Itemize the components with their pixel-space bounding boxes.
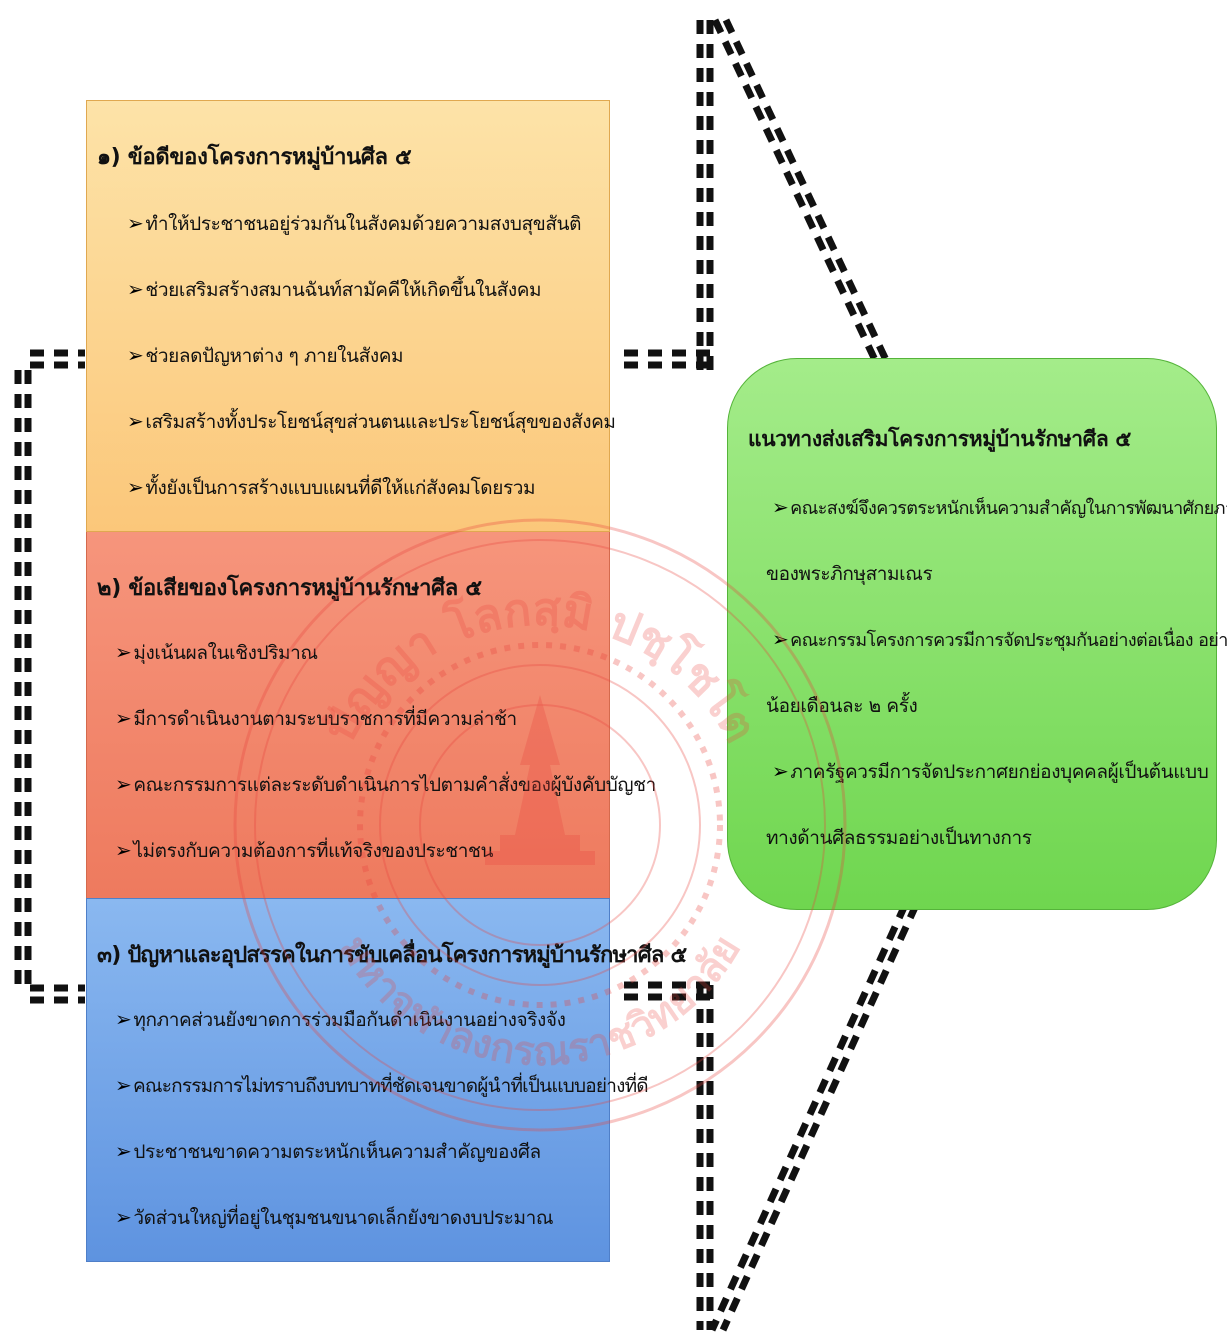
advantages-box: ๑) ข้อดีของโครงการหมู่บ้านศีล ๕ ➢ทำให้ปร… [86,100,616,532]
disadvantages-item-text: คณะกรรมการแต่ละระดับดำเนินการไปตามคำสั่ง… [133,774,656,796]
arrow-bullet-icon: ➢ [127,409,144,433]
arrow-bullet-icon: ➢ [127,211,144,235]
disadvantages-item-text: มุ่งเน้นผลในเชิงปริมาณ [133,642,318,664]
arrow-bullet-icon: ➢ [115,706,132,730]
arrow-bullet-icon: ➢ [115,640,132,664]
problems-item: ➢ประชาชนขาดความตระหนักเห็นความสำคัญของศี… [115,1137,541,1167]
disadvantages-item-text: ไม่ตรงกับความต้องการที่แท้จริงของประชาชน [133,840,494,862]
disadvantages-item: ➢ไม่ตรงกับความต้องการที่แท้จริงของประชาช… [115,836,494,866]
guidelines-line-text: ภาครัฐควรมีการจัดประกาศยกย่องบุคคลผู้เป็… [790,761,1209,783]
arrow-bullet-icon: ➢ [115,1205,132,1229]
guidelines-line: ➢คณะกรรมโครงการควรมีการจัดประชุมกันอย่าง… [772,625,1227,654]
guidelines-box: แนวทางส่งเสริมโครงการหมู่บ้านรักษาศีล ๕ … [727,358,1227,910]
disadvantages-title: ๒) ข้อเสียของโครงการหมู่บ้านรักษาศีล ๕ [97,576,482,601]
problems-item: ➢วัดส่วนใหญ่ที่อยู่ในชุมชนขนาดเล็กยังขาด… [115,1203,554,1233]
arrow-bullet-icon: ➢ [115,1007,132,1031]
arrow-bullet-icon: ➢ [115,838,132,862]
problems-item-text: ประชาชนขาดความตระหนักเห็นความสำคัญของศีล [133,1141,541,1163]
guidelines-line-text: คณะกรรมโครงการควรมีการจัดประชุมกันอย่างต… [790,630,1227,651]
problems-box: ๓) ปัญหาและอุปสรรคในการขับเคลื่อนโครงการ… [86,898,687,1262]
arrow-bullet-icon: ➢ [127,277,144,301]
guidelines-line: ➢คณะสงฆ์จึงควรตระหนักเห็นความสำคัญในการพ… [772,493,1227,522]
advantages-item-text: ช่วยลดปัญหาต่าง ๆ ภายในสังคม [145,345,404,367]
problems-item-text: วัดส่วนใหญ่ที่อยู่ในชุมชนขนาดเล็กยังขาดง… [133,1207,554,1229]
disadvantages-box: ๒) ข้อเสียของโครงการหมู่บ้านรักษาศีล ๕ ➢… [86,532,656,898]
problems-item-text: คณะกรรมการไม่ทราบถึงบทบาทที่ชัดเจนขาดผู้… [132,1075,649,1097]
arrow-bullet-icon: ➢ [127,343,144,367]
problems-item: ➢ทุกภาคส่วนยังขาดการร่วมมือกันดำเนินงานอ… [115,1005,566,1035]
guidelines-line: น้อยเดือนละ ๒ ครั้ง [766,695,918,717]
disadvantages-item: ➢มุ่งเน้นผลในเชิงปริมาณ [115,638,318,668]
advantages-title: ๑) ข้อดีของโครงการหมู่บ้านศีล ๕ [97,145,412,170]
arrow-bullet-icon: ➢ [115,772,132,796]
advantages-item-text: ทั้งยังเป็นการสร้างแบบแผนที่ดีให้แก่สังค… [145,477,536,499]
advantages-item: ➢ช่วยเสริมสร้างสมานฉันท์สามัคคีให้เกิดขึ… [127,275,542,305]
arrow-bullet-icon: ➢ [772,627,789,651]
advantages-item: ➢เสริมสร้างทั้งประโยชน์สุขส่วนตนและประโย… [127,407,616,437]
arrow-bullet-icon: ➢ [772,759,789,783]
guidelines-line: ทางด้านศีลธรรมอย่างเป็นทางการ [766,827,1032,849]
arrow-bullet-icon: ➢ [772,495,789,519]
guidelines-line-text: คณะสงฆ์จึงควรตระหนักเห็นความสำคัญในการพั… [790,498,1227,519]
arrow-bullet-icon: ➢ [115,1073,132,1097]
disadvantages-item: ➢มีการดำเนินงานตามระบบราชการที่มีความล่า… [115,704,517,734]
problems-item: ➢คณะกรรมการไม่ทราบถึงบทบาทที่ชัดเจนขาดผู… [115,1071,649,1101]
disadvantages-item-text: มีการดำเนินงานตามระบบราชการที่มีความล่าช… [133,708,517,730]
advantages-item: ➢ช่วยลดปัญหาต่าง ๆ ภายในสังคม [127,341,404,371]
guidelines-line: ของพระภิกษุสามเณร [766,563,933,585]
advantages-item: ➢ทั้งยังเป็นการสร้างแบบแผนที่ดีให้แก่สัง… [127,473,536,503]
arrow-bullet-icon: ➢ [115,1139,132,1163]
problems-title: ๓) ปัญหาและอุปสรรคในการขับเคลื่อนโครงการ… [97,943,687,968]
advantages-item-text: ช่วยเสริมสร้างสมานฉันท์สามัคคีให้เกิดขึ้… [145,279,542,301]
guidelines-line: ➢ภาครัฐควรมีการจัดประกาศยกย่องบุคคลผู้เป… [772,757,1209,787]
problems-item-text: ทุกภาคส่วนยังขาดการร่วมมือกันดำเนินงานอย… [133,1009,566,1031]
guidelines-title: แนวทางส่งเสริมโครงการหมู่บ้านรักษาศีล ๕ [748,427,1132,451]
arrow-bullet-icon: ➢ [127,475,144,499]
advantages-item: ➢ทำให้ประชาชนอยู่ร่วมกันในสังคมด้วยความส… [127,209,581,239]
advantages-item-text: เสริมสร้างทั้งประโยชน์สุขส่วนตนและประโยช… [145,411,616,433]
advantages-item-text: ทำให้ประชาชนอยู่ร่วมกันในสังคมด้วยความสง… [145,213,582,235]
disadvantages-item: ➢คณะกรรมการแต่ละระดับดำเนินการไปตามคำสั่… [115,770,656,800]
